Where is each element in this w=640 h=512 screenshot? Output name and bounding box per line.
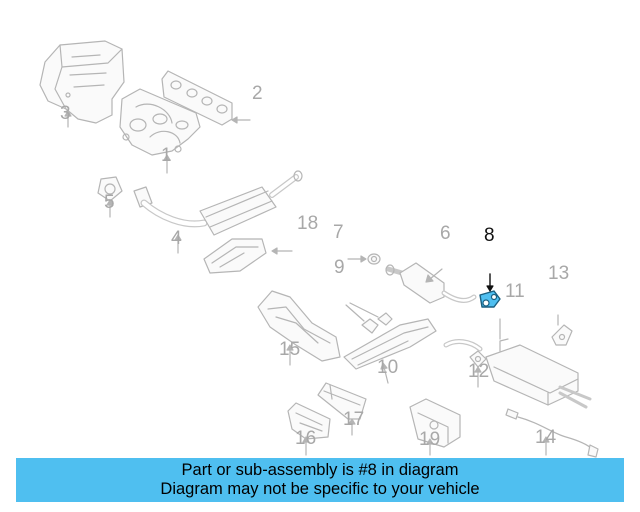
leader-14-arrow [542,436,550,443]
callout-18: 18 [297,213,319,234]
leader-10 [383,366,389,384]
callout-12: 12 [468,361,490,382]
callout-16: 16 [295,428,317,449]
callout-5: 5 [104,192,115,213]
leader-9a [345,304,365,322]
leader-15-arrow [286,344,294,351]
part-11-muffler[interactable] [443,338,592,409]
part-12-clamp[interactable] [469,350,487,368]
leader-7-arrow [360,255,367,263]
leader-5-arrow [106,199,114,206]
leader-6 [429,268,443,280]
callout-7: 7 [333,222,344,243]
callout-15: 15 [279,339,301,360]
callout-19: 19 [419,429,441,450]
part-19-heat-shield[interactable] [409,398,461,448]
callout-8-highlighted: 8 [484,225,495,246]
part-10-heat-shield[interactable] [343,318,437,370]
leader-2-arrow [231,116,238,124]
leader-10-arrow [380,362,388,370]
part-15-heat-shield[interactable] [257,290,341,362]
callout-1: 1 [161,145,172,166]
callout-10: 10 [377,357,399,378]
leader-1-arrow [163,154,171,161]
part-14-oxygen-sensor[interactable] [505,408,599,458]
callout-4: 4 [171,228,182,249]
leader-9b [349,302,379,318]
part-18-heat-shield[interactable] [203,238,267,274]
leader-3-arrow [64,110,72,117]
leader-16-arrow [302,436,310,443]
callout-11: 11 [505,281,525,302]
callout-6: 6 [440,223,451,244]
leader-18-arrow [271,247,278,255]
callout-13: 13 [548,263,570,284]
callout-2: 2 [252,83,263,104]
part-13-bracket[interactable] [551,324,573,346]
leader-8-arrow [486,285,494,292]
info-banner: Part or sub-assembly is #8 in diagram Di… [16,458,624,502]
callout-3: 3 [60,103,71,124]
leader-17-arrow [348,418,356,425]
banner-line-disclaimer: Diagram may not be specific to your vehi… [160,480,480,498]
part-16-heat-shield[interactable] [287,402,331,440]
part-8-hanger[interactable] [479,290,501,308]
leader-6-arrow [425,274,434,283]
part-7-clamp[interactable] [367,253,381,265]
part-9-bracket[interactable] [361,312,393,334]
part-17-heat-shield[interactable] [317,382,367,420]
part-1-exhaust-manifold[interactable] [119,88,201,156]
leader-19-arrow [426,438,434,445]
leader-12-arrow [474,366,482,373]
part-2-gasket[interactable] [161,70,233,126]
banner-line-part-info: Part or sub-assembly is #8 in diagram [181,461,459,479]
part-5-flange-gasket[interactable] [97,176,123,202]
callout-9: 9 [334,257,345,278]
callout-17: 17 [343,409,365,430]
part-3-heat-shield[interactable] [39,40,125,124]
callout-14: 14 [535,427,557,448]
leader-4-arrow [174,234,182,241]
part-4-catalytic-converter[interactable] [133,170,303,236]
part-6-intermediate-pipe[interactable] [385,262,477,304]
